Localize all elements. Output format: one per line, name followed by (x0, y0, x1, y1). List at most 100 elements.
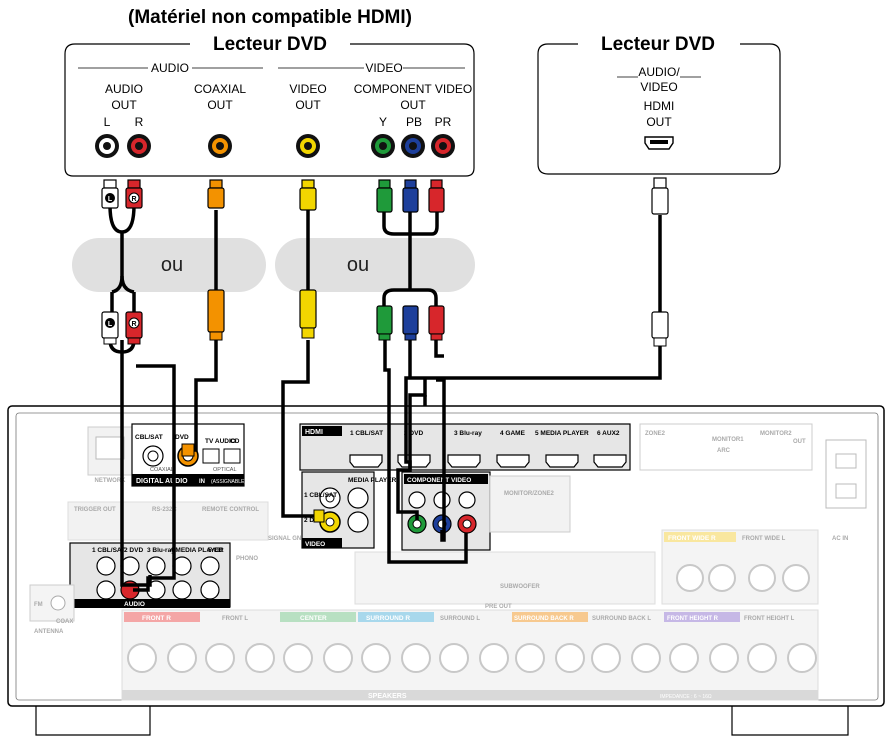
front-height-r-label: FRONT HEIGHT R (667, 616, 719, 622)
rs232c-label: RS-232C (152, 507, 177, 513)
or-oval-right (275, 238, 475, 292)
subwoofer-label: SUBWOOFER (500, 584, 540, 590)
dvd-player-left: AUDIO VIDEO AUDIO OUT L R COAXIAL OUT VI… (64, 43, 475, 177)
audio-panel-label: AUDIO (124, 601, 145, 608)
tv-audio-label: TV AUDIO (205, 438, 236, 445)
surround-back-r-label: SURROUND BACK R (514, 616, 574, 622)
zone2-label: ZONE2 (645, 431, 666, 437)
hdmi-input-5: 5 MEDIA PLAYER (535, 430, 589, 437)
video-panel-label: VIDEO (305, 541, 325, 548)
network-label: NETWORK (95, 478, 127, 484)
video-in-1-label: 1 CBL/SAT (304, 492, 337, 499)
monitor2-label: MONITOR2 (760, 431, 792, 437)
front-height-l-label: FRONT HEIGHT L (744, 616, 795, 622)
surround-l-label: SURROUND L (440, 616, 480, 622)
av-receiver: NETWORK DIGITAL AUDIO IN (ASSIGNABLE) CB… (7, 405, 885, 736)
y-label: Y (379, 115, 387, 129)
cable-connections (120, 378, 468, 592)
audio-group-label: AUDIO (151, 61, 189, 75)
hdmi-out-small-label: OUT (793, 439, 806, 445)
speakers-label: SPEAKERS (368, 693, 407, 700)
connected-plugs (181, 443, 325, 523)
or-label-right: ou (347, 254, 369, 276)
audio-out-label-2: OUT (111, 98, 137, 112)
coaxial-label-2: OUT (207, 98, 233, 112)
or-label-left: ou (161, 254, 183, 276)
impedance-label: IMPEDANCE : 6 ~ 16Ω (660, 694, 712, 700)
right-device-title: Lecteur DVD (601, 34, 715, 55)
phono-label: PHONO (236, 556, 258, 562)
audio-in-2-label: 2 DVD (124, 547, 143, 554)
front-l-label: FRONT L (222, 616, 248, 622)
monitor1-label: MONITOR1 (712, 437, 744, 443)
left-device-title: Lecteur DVD (213, 34, 327, 55)
audio-out-label: AUDIO (105, 82, 143, 96)
media-player-label: MEDIA PLAYER (348, 477, 397, 484)
jack-y (371, 134, 395, 158)
audio-video-label-2: VIDEO (640, 80, 677, 94)
ac-in-label: AC IN (832, 536, 848, 542)
center-label: CENTER (300, 615, 327, 622)
digital-audio-label: DIGITAL AUDIO (136, 478, 188, 485)
svg-text:L: L (108, 196, 113, 203)
plugs-bottom: L R (101, 289, 669, 347)
jack-audio-r (127, 134, 151, 158)
pre-out-label: PRE OUT (485, 604, 512, 610)
svg-text:R: R (131, 321, 136, 328)
component-video-label-2: OUT (400, 98, 426, 112)
cbl-sat-label: CBL/SAT (135, 434, 163, 441)
l-label: L (104, 115, 111, 129)
digital-assignable-label: (ASSIGNABLE) (211, 479, 246, 485)
hdmi-input-6: 6 AUX2 (597, 430, 620, 437)
trigger-out-label: TRIGGER OUT (74, 507, 116, 513)
pr-label: PR (435, 115, 452, 129)
coaxial-small-label: COAXIAL (150, 467, 174, 473)
signal-gnd-label: SIGNAL GND (268, 536, 306, 542)
video-group-label: VIDEO (365, 61, 402, 75)
audio-in-1-label: 1 CBL/SAT (92, 547, 125, 554)
component-video-panel-label: COMPONENT VIDEO (407, 477, 471, 484)
hdmi-input-4: 4 GAME (500, 430, 526, 437)
front-wide-r-label: FRONT WIDE R (668, 535, 716, 542)
monitor-zone2-label: MONITOR/ZONE2 (504, 491, 555, 497)
video-out-label-2: OUT (295, 98, 321, 112)
hdmi-panel-label: HDMI (305, 429, 323, 436)
arc-label: ARC (717, 448, 731, 454)
hdmi-input-3: 3 Blu-ray (454, 430, 482, 437)
surround-r-label: SURROUND R (366, 615, 410, 622)
dvd-player-right: AUDIO/ VIDEO HDMI OUT (537, 43, 781, 175)
speaker-label-bars (124, 612, 740, 622)
cd-label: CD (230, 438, 240, 445)
svg-text:R: R (131, 196, 136, 203)
hdmi-out-label: OUT (646, 115, 672, 129)
audio-in-5-label: 5 CD (208, 547, 223, 554)
jack-video (296, 134, 320, 158)
speaker-terminals (127, 564, 817, 673)
coaxial-label: COAXIAL (194, 82, 246, 96)
antenna-label: ANTENNA (34, 629, 64, 635)
jack-coaxial (208, 134, 232, 158)
hdmi-input-2: 2 DVD (404, 430, 423, 437)
audio-in-3-label: 3 Blu-ray (147, 547, 175, 554)
hdmi-input-ports (349, 454, 627, 468)
svg-text:L: L (108, 321, 113, 328)
hdmi-label: HDMI (644, 99, 675, 113)
jack-pb (401, 134, 425, 158)
audio-video-label: AUDIO/ (638, 65, 680, 79)
front-wide-l-label: FRONT WIDE L (742, 536, 786, 542)
r-label: R (135, 115, 144, 129)
left-device-note: (Matériel non compatible HDMI) (128, 7, 412, 28)
front-r-label: FRONT R (142, 615, 171, 622)
hdmi-input-1: 1 CBL/SAT (350, 430, 383, 437)
pb-label: PB (406, 115, 422, 129)
component-in-jacks (407, 491, 477, 534)
component-video-label: COMPONENT VIDEO (354, 82, 472, 96)
remote-control-label: REMOTE CONTROL (202, 507, 259, 513)
jack-audio-l (95, 134, 119, 158)
video-out-label: VIDEO (289, 82, 326, 96)
coax-antenna-label: COAX (56, 619, 73, 625)
jack-pr (431, 134, 455, 158)
optical-small-label: OPTICAL (213, 467, 237, 473)
audio-in-4-label: 4 MEDIA PLAYER (170, 547, 224, 554)
